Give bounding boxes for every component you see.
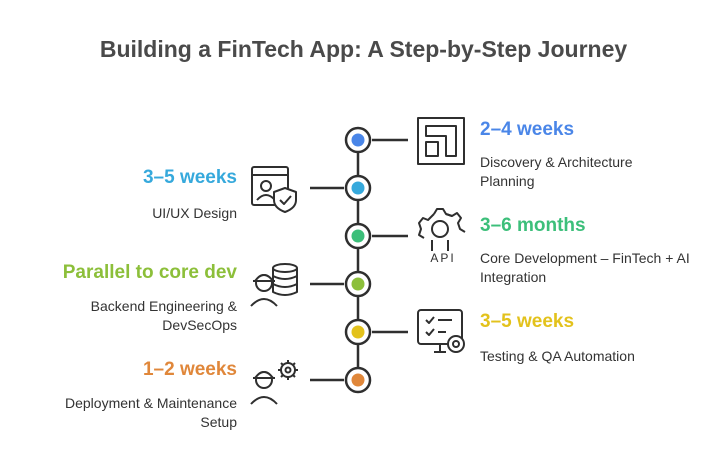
stage-3-label: Core Development – FinTech + AI Integrat…: [480, 250, 690, 285]
stage-2-duration: 3–5 weeks: [142, 167, 237, 188]
api-label: API: [430, 251, 455, 265]
stage-1-label: Discovery & Architecture Planning: [480, 154, 633, 189]
engineer-database-icon: [250, 263, 298, 307]
checklist-monitor-gear-icon: [417, 309, 465, 353]
architecture-frame-icon: [417, 117, 465, 165]
user-shield-window-icon: [251, 166, 297, 213]
timeline-node-1: [344, 126, 372, 154]
engineer-gear-icon: [250, 360, 298, 405]
stage-2-label: UI/UX Design: [152, 205, 237, 221]
stage-6-label: Deployment & Maintenance Setup: [65, 395, 237, 430]
stage-1-duration: 2–4 weeks: [480, 119, 575, 140]
stage-4-label: Backend Engineering & DevSecOps: [90, 298, 237, 333]
stage-3-duration: 3–6 months: [480, 215, 586, 236]
api-gear-icon: [418, 208, 466, 251]
page-title: Building a FinTech App: A Step-by-Step J…: [99, 36, 628, 62]
stage-5-label: Testing & QA Automation: [480, 348, 635, 364]
timeline-node-5: [344, 318, 372, 346]
timeline-node-4: [344, 270, 372, 298]
stage-5-duration: 3–5 weeks: [480, 311, 575, 332]
timeline-node-2: [344, 174, 372, 202]
stage-4-duration: Parallel to core dev: [62, 262, 237, 283]
timeline-node-6: [344, 366, 372, 394]
stage-6-duration: 1–2 weeks: [142, 359, 237, 380]
timeline-node-3: [344, 222, 372, 250]
